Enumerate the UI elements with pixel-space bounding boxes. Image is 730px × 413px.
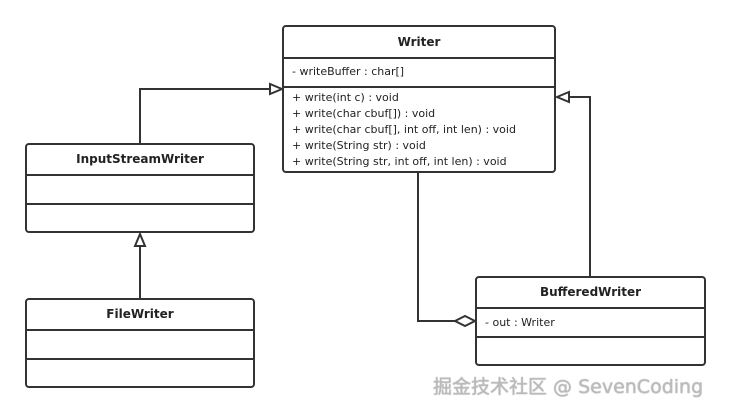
class-filewriter[interactable]: FileWriter [25,298,255,388]
methods-section: + write(int c) : void + write(char cbuf[… [284,88,554,170]
class-inputstreamwriter[interactable]: InputStreamWriter [25,143,255,233]
inheritance-arrowhead [269,82,285,96]
class-bufferedwriter[interactable]: BufferedWriter - out : Writer [475,276,706,366]
inheritance-inputstreamwriter-writer [139,88,270,143]
attributes-section [27,176,253,205]
method: + write(char cbuf[]) : void [292,107,436,120]
aggregation-bufferedwriter-writer [417,172,455,322]
attributes-section: - out : Writer [477,309,704,338]
class-name: Writer [284,27,554,59]
class-name: BufferedWriter [477,278,704,309]
method: + write(int c) : void [292,91,399,104]
method: + write(char cbuf[], int off, int len) :… [292,123,516,136]
attribute: - writeBuffer : char[] [292,65,405,78]
methods-section [27,205,253,231]
attributes-section [27,331,253,360]
watermark: 掘金技术社区 @ SevenCoding [433,376,704,398]
method: + write(String str) : void [292,139,426,152]
attribute: - out : Writer [485,316,555,329]
inheritance-arrowhead [133,231,147,247]
methods-section [477,338,704,364]
inheritance-bufferedwriter-writer [569,96,591,276]
class-name: InputStreamWriter [27,145,253,176]
attributes-section: - writeBuffer : char[] [284,59,554,88]
aggregation-diamond [452,314,478,328]
class-writer[interactable]: Writer - writeBuffer : char[] + write(in… [282,25,556,173]
methods-section [27,360,253,386]
method: + write(String str, int off, int len) : … [292,155,507,168]
class-name: FileWriter [27,300,253,331]
inheritance-arrowhead [554,90,570,104]
